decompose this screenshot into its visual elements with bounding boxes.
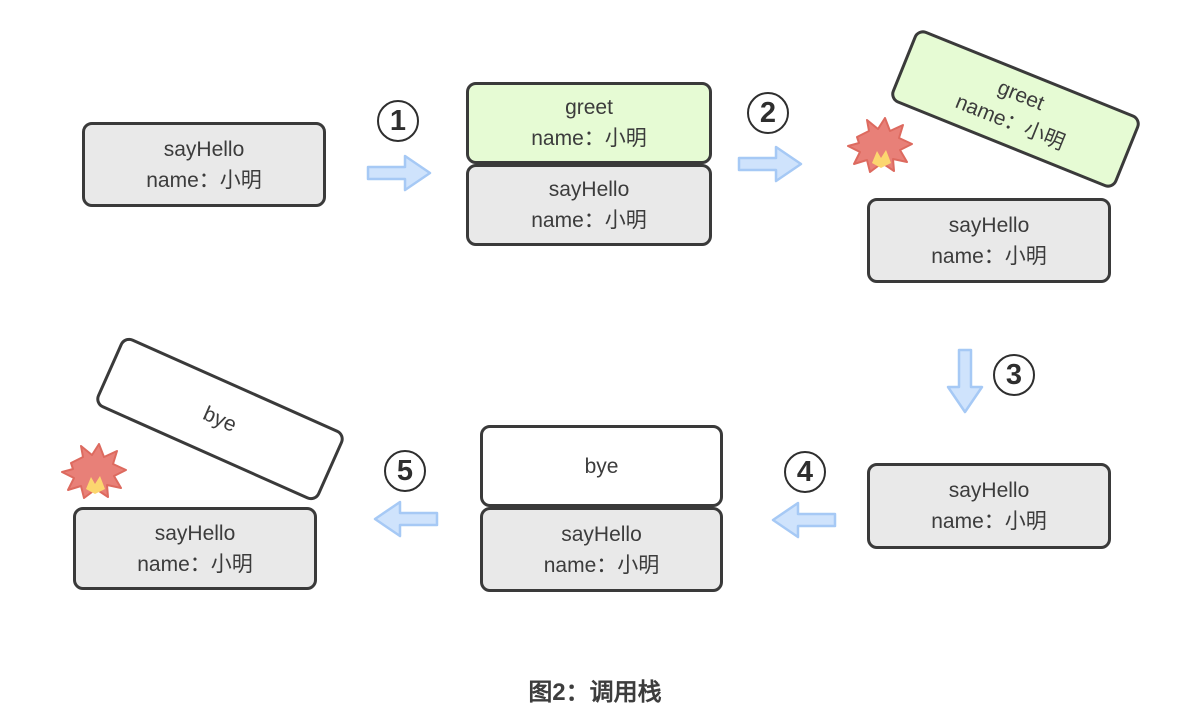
frame-argument: name：小明 — [931, 510, 1047, 533]
stack-frame-sayhello: sayHello name：小明 — [867, 198, 1111, 283]
frame-argument: name：小明 — [146, 168, 262, 192]
stack-frame-sayhello: sayHello name：小明 — [82, 122, 326, 207]
stack-frame-sayhello: sayHello name：小明 — [480, 507, 723, 592]
frame-argument: name：小明 — [531, 209, 647, 232]
frame-argument: name：小明 — [931, 244, 1047, 268]
step-5-badge: 5 — [384, 450, 426, 492]
frame-function-name: sayHello — [948, 479, 1030, 502]
frame-function-name: sayHello — [548, 178, 630, 201]
collision-icon — [61, 443, 127, 504]
step-4-badge: 4 — [784, 451, 826, 493]
stack-frame-sayhello: sayHello name：小明 — [73, 507, 317, 590]
frame-function-name: sayHello — [163, 137, 245, 161]
arrow-left-icon — [372, 498, 440, 545]
arrow-down-icon — [944, 347, 986, 420]
step-1-badge: 1 — [377, 100, 419, 142]
stack-frame-sayhello: sayHello name：小明 — [867, 463, 1111, 549]
collision-icon — [847, 117, 913, 178]
stack-frame-sayhello: sayHello name：小明 — [466, 164, 712, 246]
step-2-badge: 2 — [747, 92, 789, 134]
stack-frame-bye: bye — [480, 425, 723, 507]
step-3-badge: 3 — [993, 354, 1035, 396]
frame-function-name: greet — [565, 96, 613, 119]
frame-function-name: sayHello — [948, 213, 1030, 237]
frame-function-name: sayHello — [154, 521, 236, 545]
arrow-left-icon — [770, 499, 838, 546]
stack-frame-bye-popped: bye — [93, 334, 347, 504]
arrow-right-icon — [365, 152, 433, 199]
stack-frame-greet-popped: greet name：小明 — [888, 27, 1143, 191]
frame-argument: name：小明 — [543, 553, 660, 577]
arrow-right-icon — [736, 143, 804, 190]
stack-frame-greet: greet name：小明 — [466, 82, 712, 164]
frame-function-name: sayHello — [561, 522, 642, 546]
frame-argument: name：小明 — [137, 552, 253, 576]
figure-caption: 图2：调用栈 — [528, 679, 662, 706]
frame-argument: name：小明 — [531, 127, 647, 150]
frame-function-name: bye — [199, 401, 241, 437]
frame-function-name: bye — [584, 454, 619, 478]
